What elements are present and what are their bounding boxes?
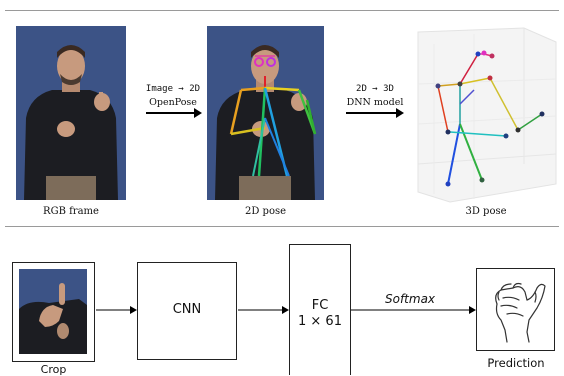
arrow-2d-to-3d — [346, 108, 404, 118]
image-to-2d-label: Image → 2D OpenPose — [140, 83, 206, 109]
image-to-2d-line1: Image → 2D — [145, 84, 201, 94]
softmax-label: Softmax — [385, 292, 436, 306]
top-rule — [5, 10, 559, 11]
cnn-label: CNN — [172, 302, 202, 317]
cnn-box — [137, 262, 237, 360]
hand-sign-icon — [495, 282, 546, 343]
fc-line1: FC — [311, 298, 329, 313]
dnn-model-label: DNN model — [346, 97, 404, 108]
arrow-crop-to-cnn — [96, 306, 137, 314]
rgb-frame-image — [16, 26, 126, 200]
prediction-caption: Prediction — [487, 356, 545, 370]
prediction-box — [476, 268, 555, 351]
rgb-frame-caption: RGB frame — [43, 206, 99, 217]
fc-label: FC 1 × 61 — [289, 298, 351, 330]
openpose-label: OpenPose — [149, 97, 197, 108]
crop-caption: Crop — [40, 363, 67, 376]
arrow-fc-to-prediction — [351, 306, 476, 314]
pose-3d-plot — [417, 27, 557, 203]
fc-line2: 1 × 61 — [298, 314, 342, 329]
fc-box — [289, 244, 351, 375]
pose-2d-image — [207, 26, 324, 200]
pose-2d-caption: 2D pose — [244, 206, 287, 217]
2d-to-3d-line1: 2D → 3D — [356, 84, 394, 94]
arrow-rgb-to-2d — [146, 108, 202, 118]
crop-box — [12, 262, 95, 362]
pose-3d-caption: 3D pose — [465, 206, 507, 217]
crop-image — [19, 269, 87, 354]
bottom-rule — [5, 226, 559, 227]
2d-to-3d-label: 2D → 3D DNN model — [340, 83, 410, 109]
arrow-cnn-to-fc — [238, 306, 289, 314]
